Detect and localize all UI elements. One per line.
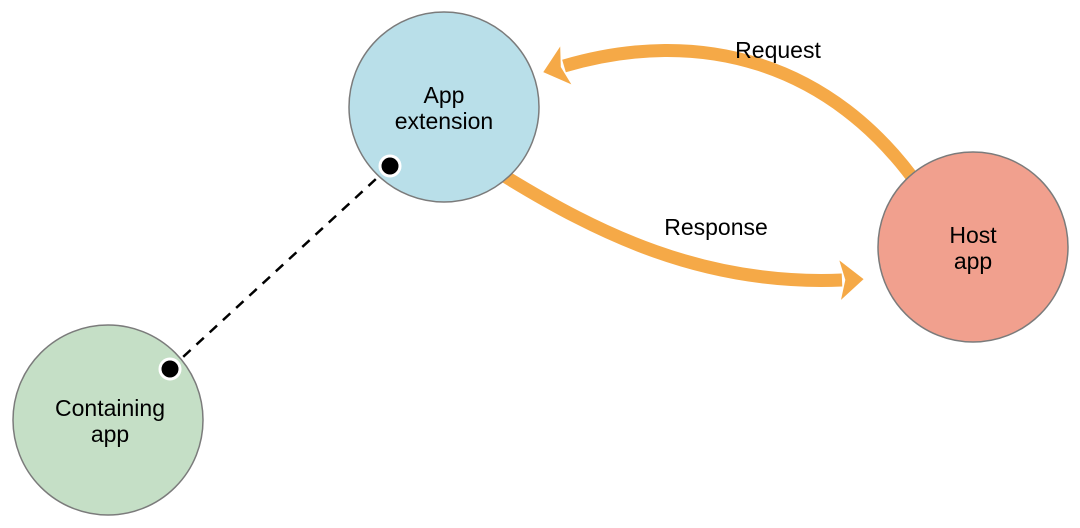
response-arrow	[502, 171, 864, 300]
request-arrow-label: Request	[735, 37, 821, 63]
node-circle-host-app	[877, 151, 1069, 343]
node-label-app-extension: App extension	[394, 82, 494, 134]
response-arrow-label: Response	[664, 214, 768, 240]
node-circle-containing-app	[12, 324, 204, 516]
request-arrow	[543, 44, 926, 192]
connector-endpoint-dot-app-extension	[378, 154, 402, 178]
node-label-host-app: Host app	[949, 222, 997, 274]
node-label-containing-app: Containing app	[55, 395, 165, 447]
connector-endpoint-dot-containing-app	[158, 357, 182, 381]
node-circle-app-extension	[348, 11, 540, 203]
containing-app-extension-connector	[169, 165, 391, 370]
